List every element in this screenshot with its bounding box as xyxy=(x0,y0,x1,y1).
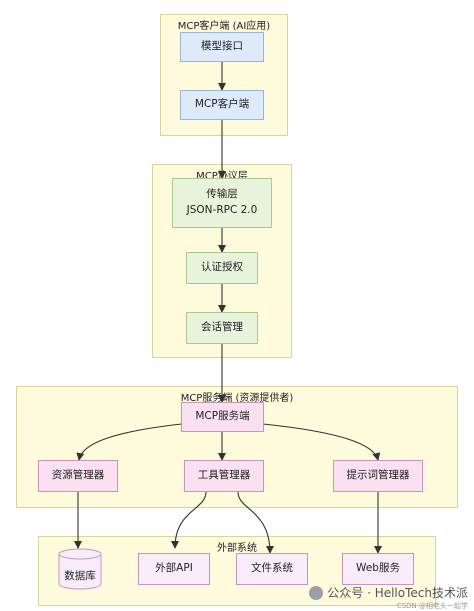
tool-manager-node: 工具管理器 xyxy=(184,460,264,492)
file-system-label: 文件系统 xyxy=(251,562,293,575)
tool-manager-label: 工具管理器 xyxy=(197,469,251,482)
wechat-icon xyxy=(309,585,324,600)
watermark-sub: CSDN @相老头一起学 xyxy=(396,602,468,610)
resource-manager-node: 资源管理器 xyxy=(38,460,118,492)
resource-manager-label: 资源管理器 xyxy=(51,469,105,482)
transport-layer-protocol: JSON-RPC 2.0 xyxy=(186,204,258,216)
watermark-text: 公众号 · HelloTech技术派 xyxy=(327,586,468,600)
transport-layer-node: 传输层 JSON-RPC 2.0 xyxy=(172,178,272,228)
watermark: 公众号 · HelloTech技术派 xyxy=(309,584,468,601)
group-mcp-client-title: MCP客户端 (AI应用) xyxy=(177,21,271,32)
database-cylinder-icon xyxy=(58,548,102,590)
model-interface-label: 模型接口 xyxy=(201,40,243,53)
mcp-server-node: MCP服务端 xyxy=(181,402,264,432)
mcp-server-label: MCP服务端 xyxy=(195,410,250,423)
model-interface-node: 模型接口 xyxy=(180,32,264,62)
mcp-client-node: MCP客户端 xyxy=(180,90,264,120)
prompt-manager-node: 提示词管理器 xyxy=(333,460,423,492)
session-node: 会话管理 xyxy=(186,312,258,344)
group-external-systems-title: 外部系统 xyxy=(217,543,257,554)
file-system-node: 文件系统 xyxy=(236,553,308,585)
database-node: 数据库 xyxy=(58,548,102,590)
session-label: 会话管理 xyxy=(201,321,243,334)
external-api-label: 外部API xyxy=(155,562,193,575)
web-service-label: Web服务 xyxy=(356,562,400,575)
auth-label: 认证授权 xyxy=(201,261,243,274)
external-api-node: 外部API xyxy=(138,553,210,585)
auth-node: 认证授权 xyxy=(186,252,258,284)
database-label: 数据库 xyxy=(64,570,96,582)
transport-layer-label: 传输层 xyxy=(206,188,238,201)
mcp-client-label: MCP客户端 xyxy=(194,98,250,111)
group-mcp-server-title: MCP服务端 (资源提供者) xyxy=(180,393,294,404)
web-service-node: Web服务 xyxy=(342,553,414,585)
prompt-manager-label: 提示词管理器 xyxy=(346,469,410,482)
